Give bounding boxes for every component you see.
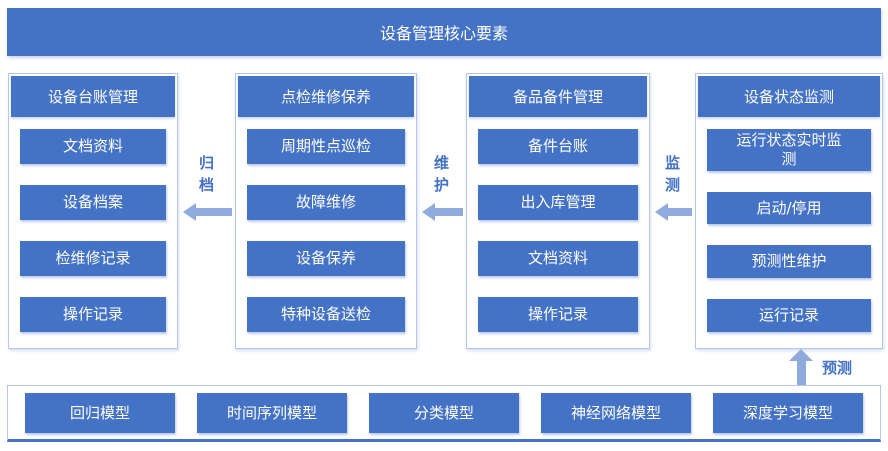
- diagram-box: 操作记录: [20, 297, 166, 332]
- box-label: 启动/停用: [756, 198, 822, 217]
- diagram-box: 预测性维护: [707, 245, 871, 279]
- arrow-shaft: [196, 208, 232, 216]
- diagram-box: 文档资料: [478, 241, 638, 276]
- diagram-title: 设备管理核心要素: [379, 24, 508, 43]
- diagram-box: 备件台账: [478, 129, 638, 164]
- box-label: 备件台账: [527, 137, 588, 156]
- box-label: 文档资料: [527, 249, 588, 268]
- box-label: 出入库管理: [520, 193, 596, 212]
- connector-archive-label: 归档: [198, 154, 214, 194]
- box-label: 故障维修: [295, 193, 356, 212]
- arrow-shaft: [435, 208, 463, 216]
- model-neural-network: 神经网络模型: [541, 392, 691, 433]
- connector-predict: 预测: [786, 349, 888, 386]
- column-status-items: 运行状态实时监测 启动/停用 预测性维护 运行记录: [696, 119, 882, 348]
- column-ledger-items: 文档资料 设备档案 检维修记录 操作记录: [9, 119, 177, 348]
- left-arrow-icon: [655, 203, 692, 221]
- diagram-box: 运行状态实时监测: [707, 129, 871, 171]
- box-label: 运行记录: [758, 306, 819, 325]
- box-label: 设备保养: [295, 249, 356, 268]
- connector-predict-label: 预测: [822, 359, 853, 377]
- model-time-series: 时间序列模型: [197, 392, 347, 433]
- diagram-title-banner: 设备管理核心要素: [7, 8, 881, 56]
- diagram-box: 运行记录: [707, 299, 871, 332]
- connector-monitor: 监测: [650, 73, 695, 349]
- box-label: 检维修记录: [55, 249, 131, 268]
- column-inspection-maintenance: 点检维修保养 周期性点巡检 故障维修 设备保养 特种设备送检: [235, 73, 417, 349]
- up-arrow-icon: [788, 349, 814, 386]
- left-arrow-icon: [183, 203, 232, 221]
- diagram-box: 特种设备送检: [247, 297, 405, 332]
- box-label: 设备档案: [62, 193, 123, 212]
- column-spare-parts-header: 备品备件管理: [469, 76, 647, 117]
- arrow-head: [183, 203, 196, 221]
- diagram-box: 检维修记录: [20, 241, 166, 276]
- box-label: 运行状态实时监测: [736, 131, 842, 168]
- diagram-box: 文档资料: [20, 129, 166, 164]
- column-inspection-items: 周期性点巡检 故障维修 设备保养 特种设备送检: [236, 119, 416, 348]
- column-ledger-header: 设备台账管理: [11, 76, 175, 117]
- model-regression: 回归模型: [25, 392, 175, 433]
- box-label: 周期性点巡检: [280, 137, 371, 156]
- connector-archive: 归档: [178, 73, 235, 349]
- model-deep-learning: 深度学习模型: [713, 392, 863, 433]
- column-ledger-management: 设备台账管理 文档资料 设备档案 检维修记录 操作记录: [8, 73, 178, 349]
- diagram-box: 故障维修: [247, 185, 405, 220]
- connector-maintain: 维护: [417, 73, 466, 349]
- diagram-box: 操作记录: [478, 297, 638, 332]
- box-label: 文档资料: [62, 137, 123, 156]
- connector-maintain-label: 维护: [433, 154, 449, 194]
- arrow-head: [422, 203, 435, 221]
- arrow-head: [655, 203, 668, 221]
- column-spare-parts: 备品备件管理 备件台账 出入库管理 文档资料 操作记录: [466, 73, 650, 349]
- box-label: 特种设备送检: [280, 305, 371, 324]
- connector-monitor-label: 监测: [664, 154, 680, 194]
- diagram-box: 启动/停用: [707, 191, 871, 225]
- box-label: 预测性维护: [751, 252, 827, 271]
- box-label: 操作记录: [527, 305, 588, 324]
- diagram-box: 设备保养: [247, 241, 405, 276]
- column-spare-parts-items: 备件台账 出入库管理 文档资料 操作记录: [467, 119, 649, 348]
- diagram-box: 出入库管理: [478, 185, 638, 220]
- model-classification: 分类模型: [369, 392, 519, 433]
- arrow-head: [789, 349, 813, 361]
- column-status-header: 设备状态监测: [698, 76, 880, 117]
- arrow-shaft: [668, 208, 692, 216]
- column-inspection-header: 点检维修保养: [238, 76, 414, 117]
- column-status-monitoring: 设备状态监测 运行状态实时监测 启动/停用 预测性维护 运行记录: [695, 73, 883, 349]
- diagram-box: 周期性点巡检: [247, 129, 405, 164]
- arrow-shaft: [796, 361, 806, 386]
- left-arrow-icon: [422, 203, 463, 221]
- diagram-box: 设备档案: [20, 185, 166, 220]
- models-row: 回归模型 时间序列模型 分类模型 神经网络模型 深度学习模型: [7, 385, 881, 442]
- box-label: 操作记录: [62, 305, 123, 324]
